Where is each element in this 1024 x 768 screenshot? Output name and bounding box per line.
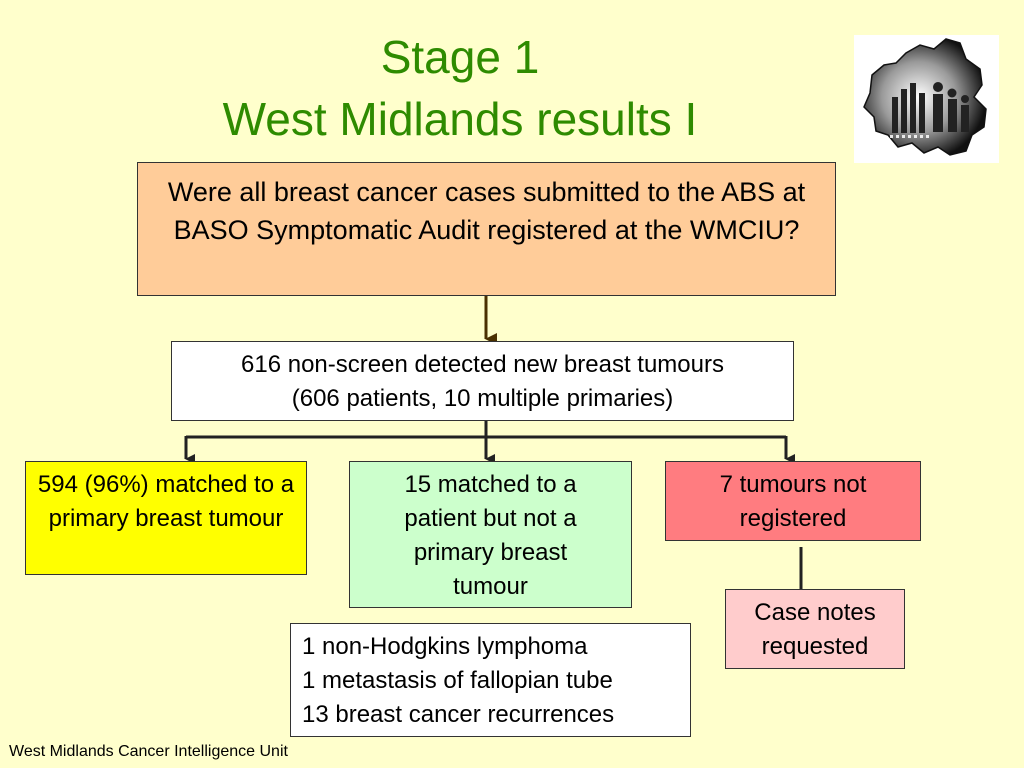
west-midlands-map-logo-icon: [854, 35, 999, 163]
matched-patient-box: 15 matched to a patient but not a primar…: [349, 461, 632, 608]
slide-title-line2: West Midlands results I: [222, 93, 698, 145]
details-box: 1 non-Hodgkins lymphoma 1 metastasis of …: [290, 623, 691, 737]
details-line-2: 1 metastasis of fallopian tube: [302, 667, 613, 694]
footer-text: West Midlands Cancer Intelligence Unit: [9, 743, 288, 760]
total-line1: 616 non-screen detected new breast tumou…: [241, 351, 724, 378]
question-box: Were all breast cancer cases submitted t…: [137, 162, 836, 296]
total-tumours-box: 616 non-screen detected new breast tumou…: [171, 341, 794, 421]
slide-title-line1: Stage 1: [380, 31, 540, 83]
total-line2: (606 patients, 10 multiple primaries): [291, 385, 674, 412]
question-text: Were all breast cancer cases submitted t…: [167, 177, 806, 245]
case-notes-box: Case notes requested: [725, 589, 905, 669]
matched-patient-text: 15 matched to a patient but not a primar…: [404, 471, 577, 600]
matched-primary-text: 594 (96%) matched to a primary breast tu…: [37, 471, 295, 532]
details-line-3: 13 breast cancer recurrences: [302, 701, 615, 728]
not-registered-text: 7 tumours not registered: [719, 471, 867, 532]
details-line-1: 1 non-Hodgkins lymphoma: [302, 633, 588, 660]
matched-primary-box: 594 (96%) matched to a primary breast tu…: [25, 461, 307, 575]
not-registered-box: 7 tumours not registered: [665, 461, 921, 541]
case-notes-text: Case notes requested: [754, 599, 876, 660]
